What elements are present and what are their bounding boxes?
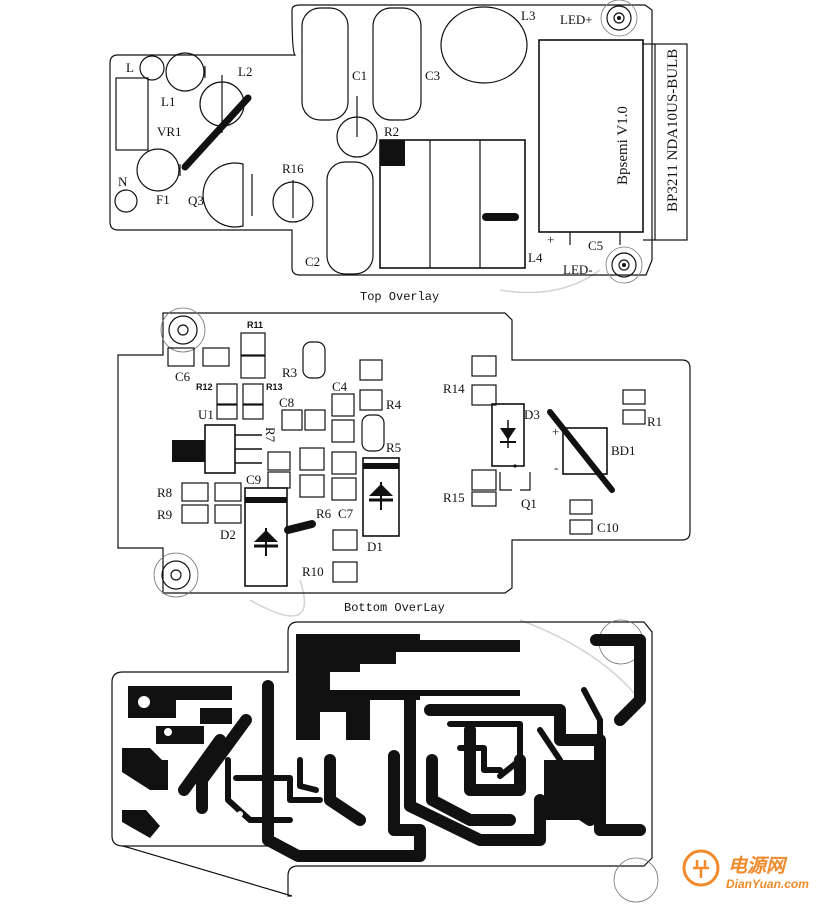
smd-pads <box>167 332 646 583</box>
watermark-cn-text: 电源网 <box>728 855 788 877</box>
label-d3: D3 <box>524 407 540 422</box>
label-r16: R16 <box>282 161 304 176</box>
transistor-q3 <box>202 162 244 228</box>
label-minus-bd1: - <box>554 460 558 475</box>
capacitor-c3 <box>372 7 422 121</box>
copper-pour-left-lower <box>122 748 168 790</box>
site-watermark: 电源网 DianYuan.com <box>682 849 809 891</box>
diode-d2 <box>244 487 316 587</box>
bridge-bd1 <box>547 409 615 493</box>
plug-logo-icon <box>682 849 720 887</box>
copper-layer <box>111 619 659 903</box>
label-r11: R11 <box>247 320 263 330</box>
top-mount-hole-led-plus <box>600 0 638 37</box>
label-c7: C7 <box>338 506 354 521</box>
label-r15: R15 <box>443 490 465 505</box>
label-plus-top: + <box>547 232 554 247</box>
copper-board-outline <box>111 621 653 897</box>
label-led-minus: LED- <box>563 262 593 277</box>
capacitor-c1 <box>301 7 349 121</box>
label-plus-bd1: + <box>552 424 559 439</box>
label-d2: D2 <box>220 527 236 542</box>
label-r8: R8 <box>157 485 172 500</box>
label-c8: C8 <box>279 395 294 410</box>
label-f1: F1 <box>156 192 170 207</box>
label-r2: R2 <box>384 124 399 139</box>
label-n: N <box>118 174 128 189</box>
bottom-overlay: R11 C6 R12 R13 U1 R3 C4 C8 R4 R7 R5 C9 R… <box>117 307 691 615</box>
label-r4: R4 <box>386 397 402 412</box>
label-l4: L4 <box>528 250 543 265</box>
label-r1: R1 <box>647 414 662 429</box>
label-c2: C2 <box>305 254 320 269</box>
copper-pour-left <box>128 686 232 718</box>
label-r7: R7 <box>263 427 278 443</box>
background-watermark <box>249 269 641 701</box>
copper-hole-bottom <box>613 857 659 903</box>
label-c4: C4 <box>332 379 348 394</box>
bottom-mount-hole-top <box>160 307 206 353</box>
diode-d1 <box>362 457 400 537</box>
varistor-vr1 <box>115 77 149 151</box>
label-l2: L2 <box>238 64 252 79</box>
label-r10: R10 <box>302 564 324 579</box>
label-c3: C3 <box>425 68 440 83</box>
label-r14: R14 <box>443 381 465 396</box>
watermark-url-text: DianYuan.com <box>726 877 809 891</box>
bottom-board-outline <box>117 312 691 594</box>
diode-d3 <box>491 403 525 468</box>
label-led-plus: LED+ <box>560 12 593 27</box>
label-c9: C9 <box>246 472 261 487</box>
copper-pour-main <box>296 634 520 672</box>
label-c6: C6 <box>175 369 191 384</box>
label-bd1: BD1 <box>611 443 636 458</box>
transformer-l4 <box>379 139 526 269</box>
label-r9: R9 <box>157 507 172 522</box>
bottom-mount-hole-bottom <box>153 552 199 598</box>
top-board-outline <box>109 4 653 276</box>
top-mount-hole-led-minus <box>605 246 643 284</box>
caption-bottom-overlay: Bottom OverLay <box>344 601 445 615</box>
label-c5: C5 <box>588 238 603 253</box>
label-q3: Q3 <box>188 193 204 208</box>
top-jumper-bar <box>181 94 252 171</box>
top-overlay: Bpsemi V1.0 BP3211 NDA10US-BULB L L1 L2 … <box>109 0 688 304</box>
module-brand-text: Bpsemi V1.0 <box>615 106 631 185</box>
pad-l <box>139 55 165 81</box>
label-r6: R6 <box>316 506 332 521</box>
label-r13: R13 <box>266 382 283 392</box>
label-c1: C1 <box>352 68 367 83</box>
caption-top-overlay: Top Overlay <box>360 290 439 304</box>
label-r5: R5 <box>386 440 401 455</box>
label-c10: C10 <box>597 520 619 535</box>
label-vr1: VR1 <box>157 124 182 139</box>
label-u1: U1 <box>198 407 214 422</box>
label-q1: Q1 <box>521 496 537 511</box>
label-l: L <box>126 60 134 75</box>
label-r12: R12 <box>196 382 213 392</box>
inductor-l1 <box>165 52 205 92</box>
capacitor-c2 <box>326 161 374 275</box>
label-l3: L3 <box>521 8 535 23</box>
label-l1: L1 <box>161 94 175 109</box>
driver-module: Bpsemi V1.0 BP3211 NDA10US-BULB <box>538 39 688 241</box>
label-d1: D1 <box>367 539 383 554</box>
label-r3: R3 <box>282 365 297 380</box>
transistor-q1 <box>499 472 531 491</box>
module-part-text: BP3211 NDA10US-BULB <box>665 49 681 212</box>
ic-u1 <box>172 424 262 474</box>
pad-n <box>114 189 138 213</box>
inductor-l3 <box>440 6 528 84</box>
fuse-f1 <box>136 148 180 192</box>
